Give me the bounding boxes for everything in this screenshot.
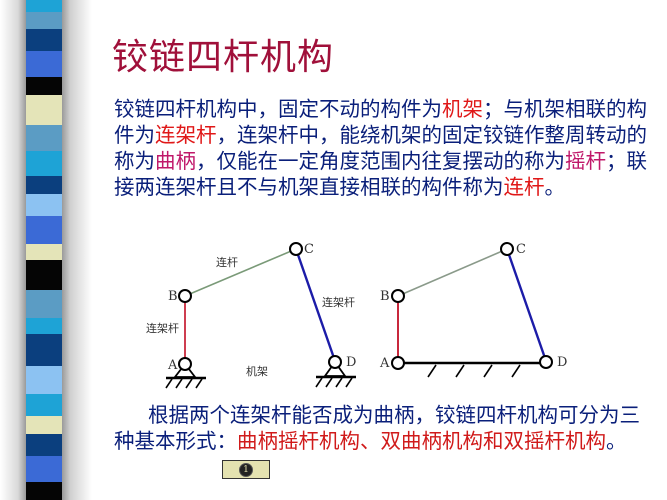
term-rocker: 摇杆 (565, 149, 606, 173)
label-coupler: 连杆 (216, 255, 238, 269)
diagram-2: B C A D (379, 242, 567, 378)
point-label-c: C (304, 242, 314, 257)
summary-text: 根据两个连架杆能否成为曲柄，铰链四杆机构可分为三种基本形式： (114, 403, 640, 453)
point-label-b2: B (380, 289, 390, 304)
term-crank: 曲柄 (155, 149, 196, 173)
strip-band (26, 416, 62, 434)
strip-band (26, 95, 62, 125)
definition-text: ，连架杆中，能绕机架的固定铰链作整周转动的称为 (114, 123, 647, 173)
decorative-color-strip (26, 0, 62, 500)
definition-text: ；联接两连架杆且不与机架直接相联的构件称为 (114, 149, 647, 199)
term-side-link: 连架杆 (155, 123, 217, 147)
strip-band (26, 434, 62, 456)
strip-band (26, 482, 62, 500)
strip-band (26, 456, 62, 482)
strip-band (26, 318, 62, 334)
link-bc (184, 248, 297, 297)
label-frame: 机架 (246, 364, 268, 378)
point-label-a: A (167, 358, 178, 373)
strip-band (26, 394, 62, 416)
ground-support-d-icon (315, 360, 356, 388)
joint-c2-icon (500, 242, 514, 256)
strip-band (26, 216, 62, 244)
strip-band (26, 290, 62, 318)
definition-text: ；与机架相联的构件为 (114, 97, 647, 147)
point-label-d: D (346, 355, 356, 370)
strip-band (26, 77, 62, 95)
link-bc-2 (397, 248, 508, 297)
joint-a2-icon (391, 356, 405, 370)
summary-forms: 曲柄摇杆机构、双曲柄机构和双摇杆机构 (237, 429, 606, 453)
definition-text: 铰链四杆机构中，固定不动的构件为 (114, 97, 442, 121)
strip-band (26, 244, 62, 260)
link-cd (294, 248, 337, 362)
summary-text: 。 (606, 429, 627, 453)
number-1-icon: 1 (239, 462, 253, 477)
strip-band (26, 29, 62, 51)
joint-b-icon (178, 289, 192, 303)
joint-d2-icon (539, 355, 553, 369)
strip-band (26, 0, 62, 12)
strip-band (26, 260, 62, 290)
strip-band (26, 334, 62, 366)
term-frame: 机架 (442, 97, 483, 121)
definition-text: ，仅能在一定角度范围内往复摆动的称为 (196, 149, 565, 173)
summary-paragraph: 根据两个连架杆能否成为曲柄，铰链四杆机构可分为三种基本形式：曲柄摇杆机构、双曲柄… (114, 402, 654, 454)
strip-band (26, 194, 62, 216)
joint-d-icon (328, 355, 342, 369)
point-label-d2: D (557, 355, 567, 370)
point-label-c2: C (516, 242, 526, 257)
ground-support-a-icon (165, 362, 206, 389)
strip-band (26, 366, 62, 394)
label-side-link-right: 连架杆 (322, 295, 355, 309)
strip-band (26, 176, 62, 194)
joint-c-icon (289, 242, 303, 256)
strip-band (26, 125, 62, 151)
definition-text: 。 (544, 175, 566, 199)
joint-b2-icon (391, 289, 405, 303)
term-coupler: 连杆 (503, 175, 545, 199)
diagram-1: B C A D 连杆 连架杆 连架杆 机架 (146, 242, 356, 389)
point-label-b: B (168, 289, 178, 304)
slide-title: 铰链四杆机构 (112, 37, 335, 78)
point-label-a2: A (379, 356, 390, 371)
strip-band (26, 51, 62, 77)
joint-a-icon (178, 357, 192, 371)
link-cd-2 (505, 248, 548, 362)
nav-button-1[interactable]: 1 (222, 460, 270, 479)
frame-hatch-icon (427, 364, 521, 378)
label-side-link-left: 连架杆 (146, 321, 179, 335)
strip-band (26, 151, 62, 176)
strip-band (26, 12, 62, 29)
definition-paragraph: 铰链四杆机构中，固定不动的构件为机架；与机架相联的构件为连架杆，连架杆中，能绕机… (114, 96, 654, 200)
